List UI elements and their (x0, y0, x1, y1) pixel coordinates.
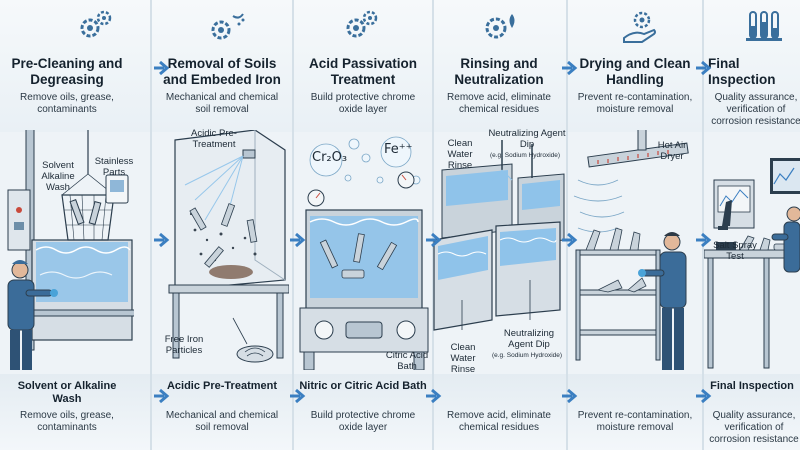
step-bottom-description: Quality assurance, verification of corro… (709, 410, 799, 445)
salt-spray-test-label: Salt Spray Test (713, 240, 757, 262)
clean-water-rinse-label: Clean Water Rinse (447, 138, 473, 171)
flow-arrow-icon (696, 388, 712, 404)
clean-water-rinse-label-lower: Clean Water Rinse (450, 342, 476, 375)
step-drying: Drying and Clean Handling Prevent re-con… (568, 0, 702, 450)
step-description: Build protective chrome oxide layer (310, 92, 416, 115)
step-bottom-description: Build protective chrome oxide layer (310, 410, 416, 433)
acidic-pretreatment-label: Acidic Pre-Treatment (191, 128, 237, 150)
step-title: Drying and Clean Handling (579, 56, 691, 87)
test-tubes-icon (746, 11, 782, 41)
inspection-lab-illustration (704, 158, 800, 369)
flow-arrow-icon (290, 388, 306, 404)
flow-arrow-icon (154, 232, 170, 248)
flow-arrow-icon (426, 388, 442, 404)
flow-arrow-icon (562, 232, 578, 248)
iron-ion-formula: Fe⁺⁺ (384, 142, 413, 157)
step-description: Quality assurance, verification of corro… (711, 92, 800, 127)
stainless-parts-label: Stainless Parts (94, 156, 134, 178)
gears-icon (80, 10, 112, 38)
step-rinsing: Rinsing and Neutralization Remove acid, … (432, 0, 566, 450)
step-title: Removal of Soils and Embeded Iron (163, 56, 281, 87)
gears-icon (346, 10, 378, 38)
step-pre-cleaning: Pre-Cleaning and Degreasing Remove oils,… (0, 0, 134, 450)
flow-arrow-icon (696, 232, 712, 248)
step-description: Prevent re-contamination, moisture remov… (577, 92, 693, 115)
flow-arrow-icon (290, 232, 306, 248)
rinse-tanks-illustration (433, 140, 565, 331)
degreasing-tank-illustration (7, 130, 134, 370)
gear-spray-icon (211, 13, 245, 40)
flow-arrow-icon (154, 388, 170, 404)
flow-arrow-icon (562, 388, 578, 404)
step-bottom-description: Remove oils, grease, contaminants (20, 410, 114, 433)
neutralizing-agent-label: Neutralizing Agent Dip (488, 128, 566, 150)
flow-arrow-icon (154, 60, 170, 76)
sodium-hydroxide-note: (e.g. Sodium Hydroxide) (489, 152, 561, 159)
flow-arrow-icon (562, 60, 578, 76)
step-title: Final Inspection (708, 56, 776, 87)
step-description: Remove acid, eliminate chemical residues (447, 92, 551, 115)
divider (702, 0, 704, 450)
step-bottom-description: Prevent re-contamination, moisture remov… (577, 410, 693, 433)
step-soil-removal: Removal of Soils and Embeded Iron Mechan… (155, 0, 289, 450)
divider (150, 0, 152, 450)
hot-air-dryer-label: Hot Air Dryer (657, 140, 687, 162)
footer-band (0, 374, 800, 450)
step-bottom-description: Remove acid, eliminate chemical residues (447, 410, 551, 433)
step-bottom-title: Final Inspection (710, 380, 794, 392)
divider (566, 0, 568, 450)
gear-hand-icon (623, 11, 656, 43)
step-description: Remove oils, grease, contaminants (20, 92, 114, 115)
solvent-wash-label: Solvent Alkaline Wash (41, 160, 75, 193)
step-acid-passivation: Acid Passivation Treatment Build protect… (296, 0, 430, 450)
divider (292, 0, 294, 450)
step-title: Pre-Cleaning and Degreasing (11, 56, 123, 87)
citric-acid-bath-label: Citric Acid Bath (385, 350, 429, 372)
neutralizing-agent-label-lower: Neutralizing Agent Dip (503, 328, 555, 350)
dryer-rack-illustration (573, 130, 689, 370)
step-bottom-title: Nitric or Citric Acid Bath (299, 380, 427, 392)
flow-arrow-icon (426, 232, 442, 248)
header-band (0, 0, 800, 132)
chromium-oxide-formula: Cr₂O₃ (312, 150, 348, 165)
step-bottom-description: Mechanical and chemical soil removal (165, 410, 279, 433)
iron-particles-label: Free Iron Particles (164, 334, 204, 356)
step-final-inspection: Final Inspection Quality assurance, veri… (704, 0, 800, 450)
step-bottom-title: Acidic Pre-Treatment (166, 380, 278, 392)
step-title: Rinsing and Neutralization (454, 56, 544, 87)
step-bottom-title: Solvent or Alkaline Wash (17, 380, 117, 405)
sodium-hydroxide-note-lower: (e.g. Sodium Hydroxide) (491, 352, 563, 359)
divider (432, 0, 434, 450)
flow-arrow-icon (696, 60, 712, 76)
step-description: Mechanical and chemical soil removal (165, 92, 279, 115)
gear-droplet-icon (485, 14, 515, 39)
acid-bath-illustration (299, 136, 429, 370)
spray-booth-illustration (168, 130, 289, 363)
step-title: Acid Passivation Treatment (308, 56, 418, 87)
